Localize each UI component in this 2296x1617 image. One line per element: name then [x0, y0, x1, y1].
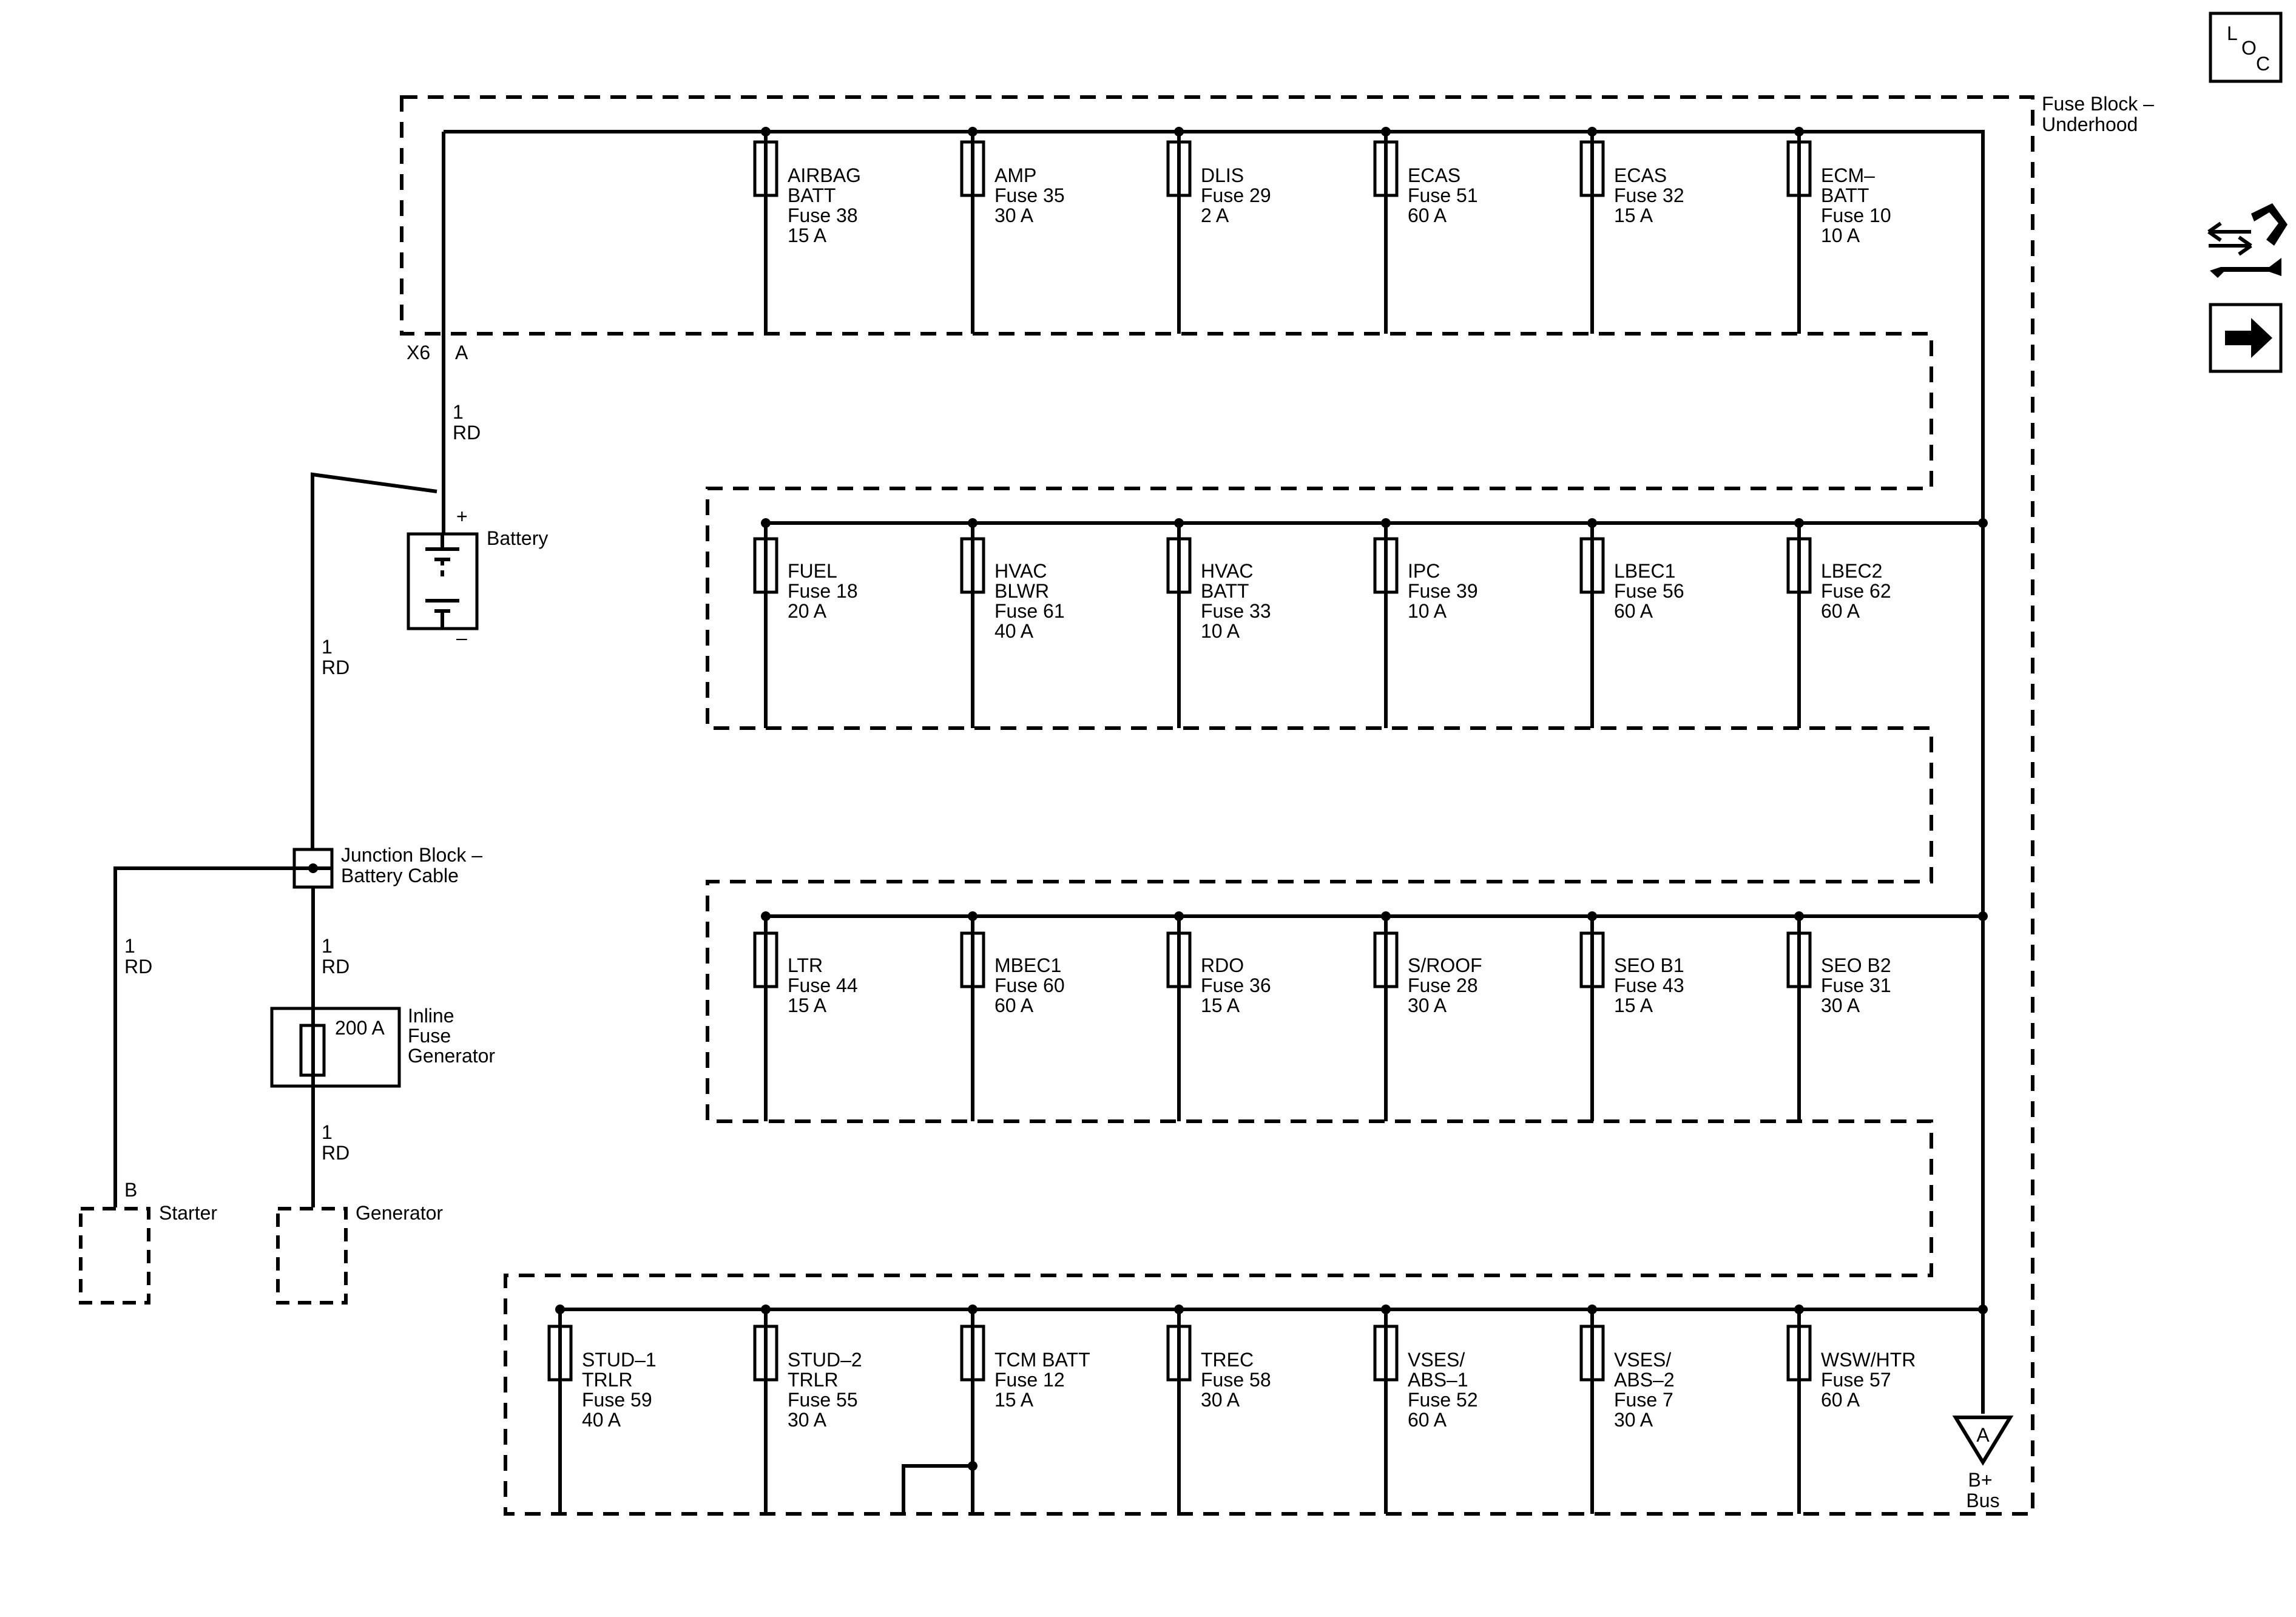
starter-wire	[113, 866, 294, 1207]
battery-to-junction-wire	[311, 472, 437, 865]
wire-label-1: 1 RD	[453, 401, 481, 444]
svg-text:O: O	[2241, 37, 2257, 59]
wire-label-2: 1 RD	[322, 636, 349, 678]
bplus-bus-terminal: A	[1952, 1416, 2014, 1466]
inline-fuse-rating: 200 A	[335, 1017, 385, 1039]
wire-label-5: 1 RD	[322, 1121, 349, 1164]
battery-plus-sign: +	[456, 505, 468, 527]
bus-bars	[444, 130, 1988, 1414]
loc-icon[interactable]: L O C	[2209, 12, 2283, 83]
battery-label: Battery	[487, 527, 548, 549]
svg-text:C: C	[2256, 53, 2270, 75]
starter-connector	[79, 1207, 150, 1305]
battery-symbol	[407, 532, 479, 630]
junction-block	[292, 848, 334, 889]
bplus-bus-label: B+ Bus	[1966, 1469, 1999, 1511]
wire-label-3: 1 RD	[124, 935, 152, 977]
x6-connector-label: X6	[407, 342, 430, 363]
inline-fuse-label: Inline Fuse Generator	[408, 1005, 495, 1067]
starter-pin-label: B	[124, 1179, 137, 1201]
tcm-batt-splice	[968, 1461, 977, 1471]
battery-minus-sign: –	[456, 627, 467, 649]
generator-connector	[276, 1207, 348, 1305]
generator-label: Generator	[356, 1202, 443, 1224]
tcm-batt-jumper	[902, 1464, 973, 1514]
fuse-block-outline	[400, 95, 2034, 1516]
junction-block-label: Junction Block – Battery Cable	[341, 844, 488, 886]
next-page-arrow-icon[interactable]	[2209, 303, 2283, 373]
x6-pin-label: A	[455, 342, 468, 363]
starter-label: Starter	[159, 1202, 217, 1224]
fuse-block-title: Fuse Block – Underhood	[2042, 93, 2159, 135]
svg-text:L: L	[2227, 22, 2238, 44]
inline-fuse-box	[270, 1007, 401, 1088]
bus-pin-label: A	[1976, 1424, 1990, 1446]
schematic-tools-icon[interactable]	[2207, 203, 2288, 278]
wire-label-4: 1 RD	[322, 935, 349, 977]
